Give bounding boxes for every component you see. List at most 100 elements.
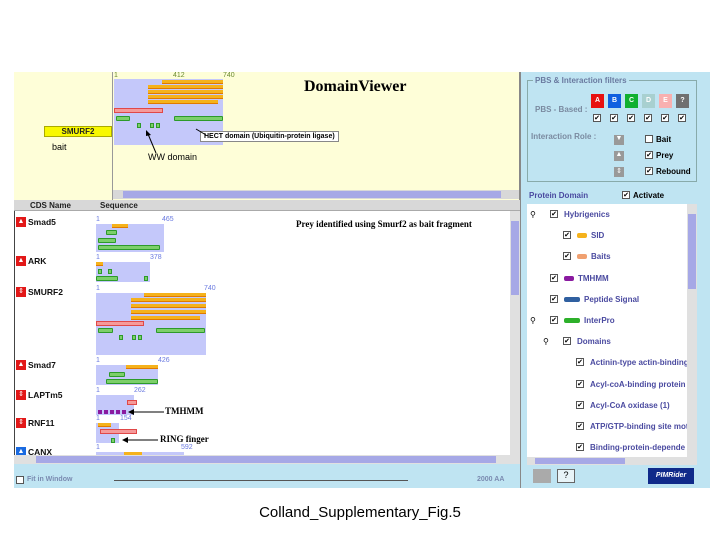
domain-bar[interactable] <box>98 328 113 333</box>
tree-node-checkbox[interactable]: ✔ <box>576 379 584 388</box>
column-cds-name[interactable]: CDS Name <box>30 201 71 210</box>
pbs-1-badge: B <box>608 94 621 108</box>
domain-bar[interactable] <box>106 379 158 384</box>
column-sequence[interactable]: Sequence <box>100 201 138 210</box>
expand-node-icon[interactable]: ⚲ <box>543 337 549 347</box>
tree-node-checkbox[interactable]: ✔ <box>563 252 571 261</box>
domain-bar[interactable] <box>108 269 112 274</box>
tree-node-label[interactable]: ATP/GTP-binding site mot <box>590 422 689 431</box>
tmhmm-segment[interactable] <box>122 410 126 414</box>
tree-node-checkbox[interactable]: ✔ <box>550 273 558 282</box>
role-bait-checkbox[interactable] <box>645 135 653 143</box>
tmhmm-segment[interactable] <box>116 410 120 414</box>
horizontal-scrollbar[interactable] <box>113 190 519 199</box>
sid-bar[interactable] <box>96 262 103 266</box>
tree-node-checkbox[interactable]: ✔ <box>563 231 571 240</box>
ww-domain[interactable] <box>132 335 136 340</box>
bait-role-icon: ▼ <box>614 135 624 145</box>
fit-in-window-checkbox[interactable] <box>16 476 24 484</box>
role-rebound-checkbox[interactable]: ✔ <box>645 167 653 175</box>
tree-node-label[interactable]: Peptide Signal <box>584 294 640 304</box>
tree-node-checkbox[interactable]: ✔ <box>563 337 571 346</box>
tmhmm-segment[interactable] <box>104 410 108 414</box>
tree-node-checkbox[interactable]: ✔ <box>550 210 558 218</box>
ww-domain[interactable] <box>119 335 123 340</box>
ww-domain[interactable] <box>137 123 141 128</box>
tree-node-checkbox[interactable]: ✔ <box>550 294 558 303</box>
vertical-scrollbar[interactable] <box>510 211 520 455</box>
sid-bar[interactable] <box>124 452 142 455</box>
domain-bar[interactable] <box>144 276 148 281</box>
bait-name-badge[interactable]: SMURF2 <box>44 126 112 137</box>
sid-bar[interactable] <box>126 365 158 369</box>
zoom-slider[interactable] <box>114 480 408 481</box>
expand-node-icon[interactable]: ⚲ <box>530 210 536 219</box>
ww-domain[interactable] <box>156 123 160 128</box>
tree-node-label[interactable]: Acyl-coA-binding protein <box>590 379 686 389</box>
ww-domain[interactable] <box>150 123 154 128</box>
ring-finger-domain[interactable] <box>111 438 115 443</box>
sid-bar[interactable] <box>148 90 223 94</box>
sid-bar[interactable] <box>131 304 206 308</box>
domain-bar[interactable] <box>106 230 117 235</box>
pbs-2-checkbox[interactable]: ✔ <box>627 114 635 122</box>
tree-node-label[interactable]: InterPro <box>584 316 615 325</box>
tree-node-checkbox[interactable]: ✔ <box>576 358 584 367</box>
bait-fragment-bar[interactable] <box>100 429 137 434</box>
horizontal-scrollbar[interactable] <box>14 455 520 464</box>
domain-bar[interactable] <box>109 372 125 377</box>
sid-bar[interactable] <box>131 298 206 302</box>
tree-node-label[interactable]: TMHMM <box>578 273 609 283</box>
tree-node-checkbox[interactable]: ✔ <box>576 443 584 452</box>
sid-bar[interactable] <box>162 80 223 84</box>
tree-node-checkbox[interactable]: ✔ <box>550 316 558 324</box>
prey-icon: ▲ <box>16 447 26 455</box>
tree-node-checkbox[interactable]: ✔ <box>576 422 584 430</box>
sid-bar[interactable] <box>112 224 128 228</box>
pbs-1-checkbox[interactable]: ✔ <box>610 114 618 122</box>
pbs-4-checkbox[interactable]: ✔ <box>661 114 669 122</box>
domain-bar[interactable] <box>98 238 116 243</box>
domain-bar[interactable] <box>116 116 130 121</box>
sid-bar[interactable] <box>98 423 111 427</box>
tree-node-label[interactable]: Domains <box>577 337 611 347</box>
tree-node-label[interactable]: SID <box>591 231 605 241</box>
ww-domain[interactable] <box>138 335 142 340</box>
tree-node-label[interactable]: Binding-protein-depende <box>590 443 686 453</box>
tree-vertical-scrollbar[interactable] <box>687 204 697 457</box>
cds-name: SMURF2 <box>28 287 63 297</box>
bait-fragment-bar[interactable] <box>114 108 163 113</box>
domain-bar[interactable] <box>98 269 102 274</box>
sid-bar[interactable] <box>148 95 223 99</box>
tree-node-label[interactable]: Actinin-type actin-binding <box>590 358 689 368</box>
sid-bar[interactable] <box>144 293 206 297</box>
domain-bar[interactable] <box>156 328 205 333</box>
hect-domain-bar[interactable] <box>174 116 223 121</box>
pbs-0-checkbox[interactable]: ✔ <box>593 114 601 122</box>
tmhmm-segment[interactable] <box>98 410 102 414</box>
pbs-3-checkbox[interactable]: ✔ <box>644 114 652 122</box>
bait-fragment-bar[interactable] <box>127 400 137 405</box>
bait-fragment-bar[interactable] <box>96 321 144 326</box>
seq-start: 1 <box>96 216 100 223</box>
tmhmm-segment[interactable] <box>110 410 114 414</box>
domain-bar[interactable] <box>96 276 118 281</box>
sid-bar[interactable] <box>148 100 218 104</box>
sid-bar[interactable] <box>131 316 200 320</box>
pbs-5-checkbox[interactable]: ✔ <box>678 114 686 122</box>
sid-bar[interactable] <box>131 310 206 314</box>
tree-node-label[interactable]: Baits <box>591 252 611 262</box>
activate-checkbox[interactable]: ✔ <box>622 191 630 199</box>
tree-node-checkbox[interactable]: ✔ <box>576 400 584 409</box>
help-button[interactable]: ? <box>557 469 575 483</box>
export-button[interactable] <box>533 469 551 483</box>
expand-node-icon[interactable]: ⚲ <box>530 316 536 325</box>
seq-end: 378 <box>150 254 162 261</box>
domain-bar[interactable] <box>98 245 160 250</box>
sid-bar[interactable] <box>148 85 223 89</box>
tree-horizontal-scrollbar[interactable] <box>527 457 697 465</box>
tree-node-label[interactable]: Hybrigenics <box>564 210 610 219</box>
tree-node-label[interactable]: Acyl-CoA oxidase (1) <box>590 400 670 410</box>
app-title: DomainViewer <box>304 78 407 95</box>
role-prey-checkbox[interactable]: ✔ <box>645 151 653 159</box>
